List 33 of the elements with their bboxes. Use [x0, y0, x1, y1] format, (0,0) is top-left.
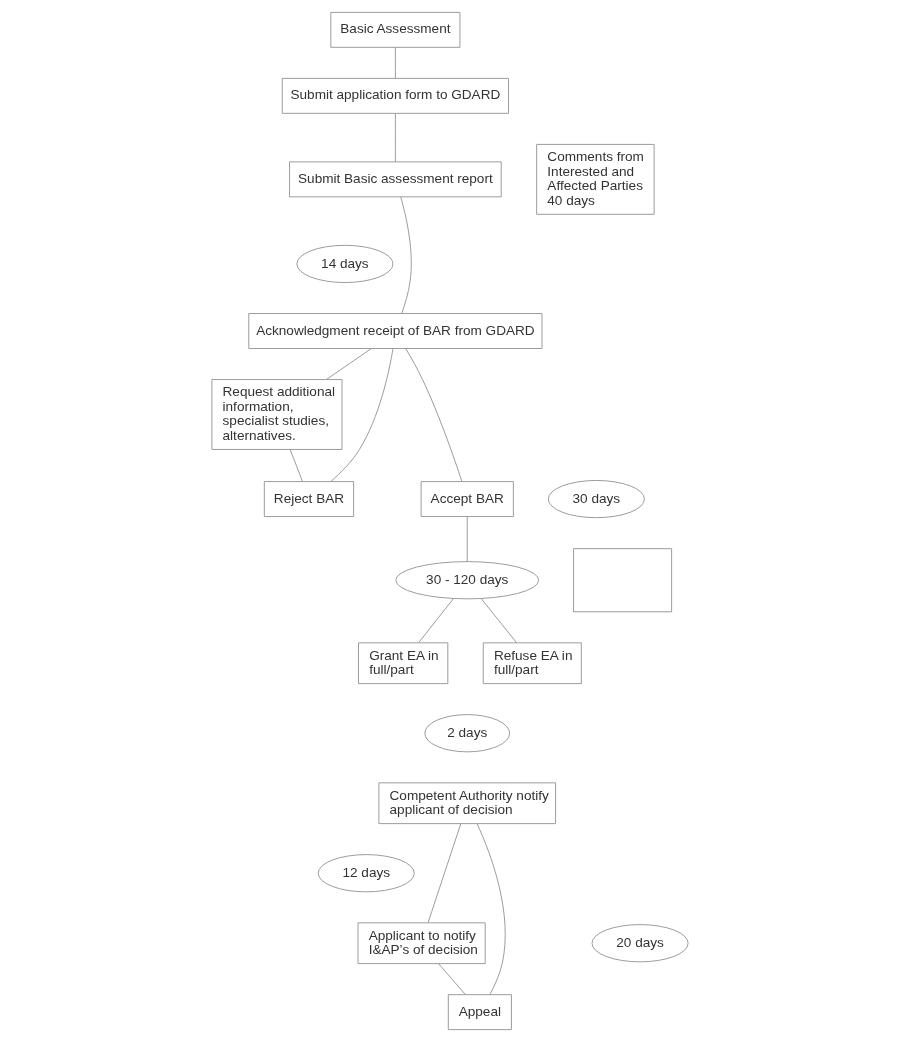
node-box: Competent Authority notify applicant of decision [377, 782, 556, 825]
node-box: Acknowledgment receipt of BAR from GDARD [247, 313, 542, 349]
connector [404, 348, 462, 482]
node-box: Reject BAR [263, 481, 354, 518]
node-box: Appeal [447, 994, 512, 1031]
node-box: Submit Basic assessment report [288, 161, 502, 198]
node-ellipse: 2 days [423, 714, 510, 753]
node-box: Basic Assessment [329, 11, 460, 48]
connector [399, 196, 412, 314]
node-box: Request additional information, specialist studies, alternatives. [210, 379, 342, 450]
node-box: Applicant to notify I&AP’s of decision [357, 922, 486, 965]
connector [329, 348, 393, 482]
connector [394, 113, 396, 163]
connector [417, 598, 454, 644]
connector [289, 449, 303, 482]
node-box: Refuse EA in full/part [482, 642, 582, 685]
connector [437, 963, 466, 995]
connector [427, 823, 461, 923]
node-ellipse: 14 days [295, 244, 393, 284]
node-ellipse: 12 days [317, 854, 415, 893]
connector [325, 348, 372, 380]
node-box: Submit application form to GDARD [281, 77, 509, 114]
connector [476, 823, 506, 996]
node-box [572, 548, 672, 613]
node-box: Comments from Interested and Affected Parties 40 days [535, 143, 655, 215]
node-ellipse: 30 days [547, 479, 645, 519]
connector [480, 598, 517, 644]
node-ellipse: 30 - 120 days [394, 561, 539, 600]
node-box: Grant EA in full/part [357, 642, 448, 685]
connector [394, 47, 396, 79]
node-ellipse: 20 days [591, 924, 689, 963]
connector [466, 516, 468, 563]
node-box: Accept BAR [420, 481, 514, 518]
